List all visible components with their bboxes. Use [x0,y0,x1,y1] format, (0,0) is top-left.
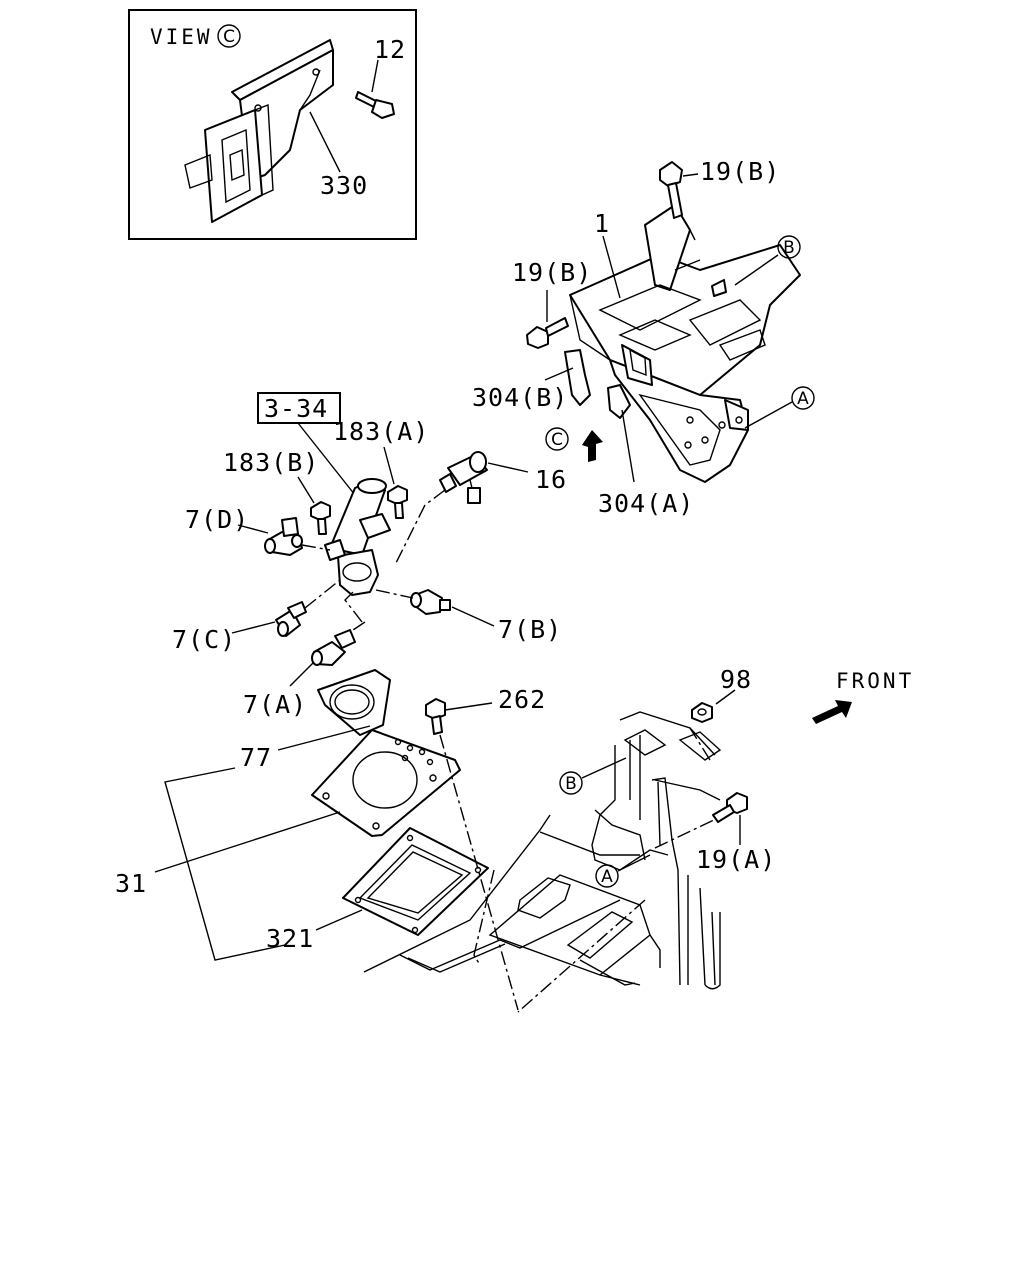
callout-304b: 304(B) [472,383,568,412]
fitting-7c [275,601,307,637]
svg-text:C: C [551,430,563,450]
callout-98: 98 [720,665,752,694]
bolt-183a [387,485,408,519]
plate-31 [311,729,461,837]
bolt-262 [425,698,446,735]
callout-19b-top: 19(B) [700,157,780,186]
nut-98 [691,702,713,723]
callout-7a: 7(A) [243,690,307,719]
bolt-19a [712,792,748,823]
svg-text:A: A [797,389,809,409]
view-c-bracket-drawing [184,39,334,223]
marker-c-arrow [545,427,569,451]
callout-77: 77 [240,743,272,772]
ref-box [257,392,341,424]
callout-7c: 7(C) [172,625,236,654]
view-c-circle [217,24,241,48]
inset-frame [128,9,417,240]
callout-31: 31 [115,869,147,898]
shift-lever-housing [324,478,391,596]
callout-304a: 304(A) [598,489,694,518]
svg-text:A: A [601,867,613,887]
callout-16: 16 [535,465,567,494]
view-direction-arrow [582,430,603,462]
callout-1: 1 [594,209,610,238]
callout-330: 330 [320,171,368,200]
marker-a-top [791,386,815,410]
switch-16 [439,451,488,504]
bolt-183b [310,501,331,535]
callout-321: 321 [266,924,314,953]
marker-b-lower [559,771,583,795]
assembly-bracket [164,767,286,961]
callout-7d: 7(D) [185,505,249,534]
bracket-304b [564,349,591,406]
bolt-19b-top [659,161,683,219]
front-label: FRONT [836,669,914,693]
callout-183a: 183(A) [333,417,429,446]
floor-frame [363,711,722,990]
callout-262: 262 [498,685,546,714]
fitting-7b [410,589,451,615]
bracket-304a [607,384,631,419]
callout-7b: 7(B) [498,615,562,644]
callout-19a: 19(A) [696,845,776,874]
callout-12: 12 [374,35,406,64]
bolt-12 [355,91,395,119]
fitting-7d [264,517,303,556]
callout-183b: 183(B) [223,448,319,477]
ref-box-label: 3-34 [264,394,328,423]
svg-text:B: B [783,238,795,258]
front-arrow [812,700,852,724]
view-c-inset: VIEW C 12 330 [128,9,417,240]
svg-text:B: B [565,774,577,794]
callout-19b-left: 19(B) [512,258,592,287]
marker-a-lower [595,864,619,888]
upper-bracket-assembly [564,204,801,483]
marker-b-top [777,235,801,259]
gasket-321 [342,827,489,936]
view-label: VIEW [150,25,213,49]
view-c-letter: C [223,27,235,47]
gasket-77 [317,669,391,736]
fitting-7a [311,629,356,666]
bolt-19b-left [526,317,569,349]
